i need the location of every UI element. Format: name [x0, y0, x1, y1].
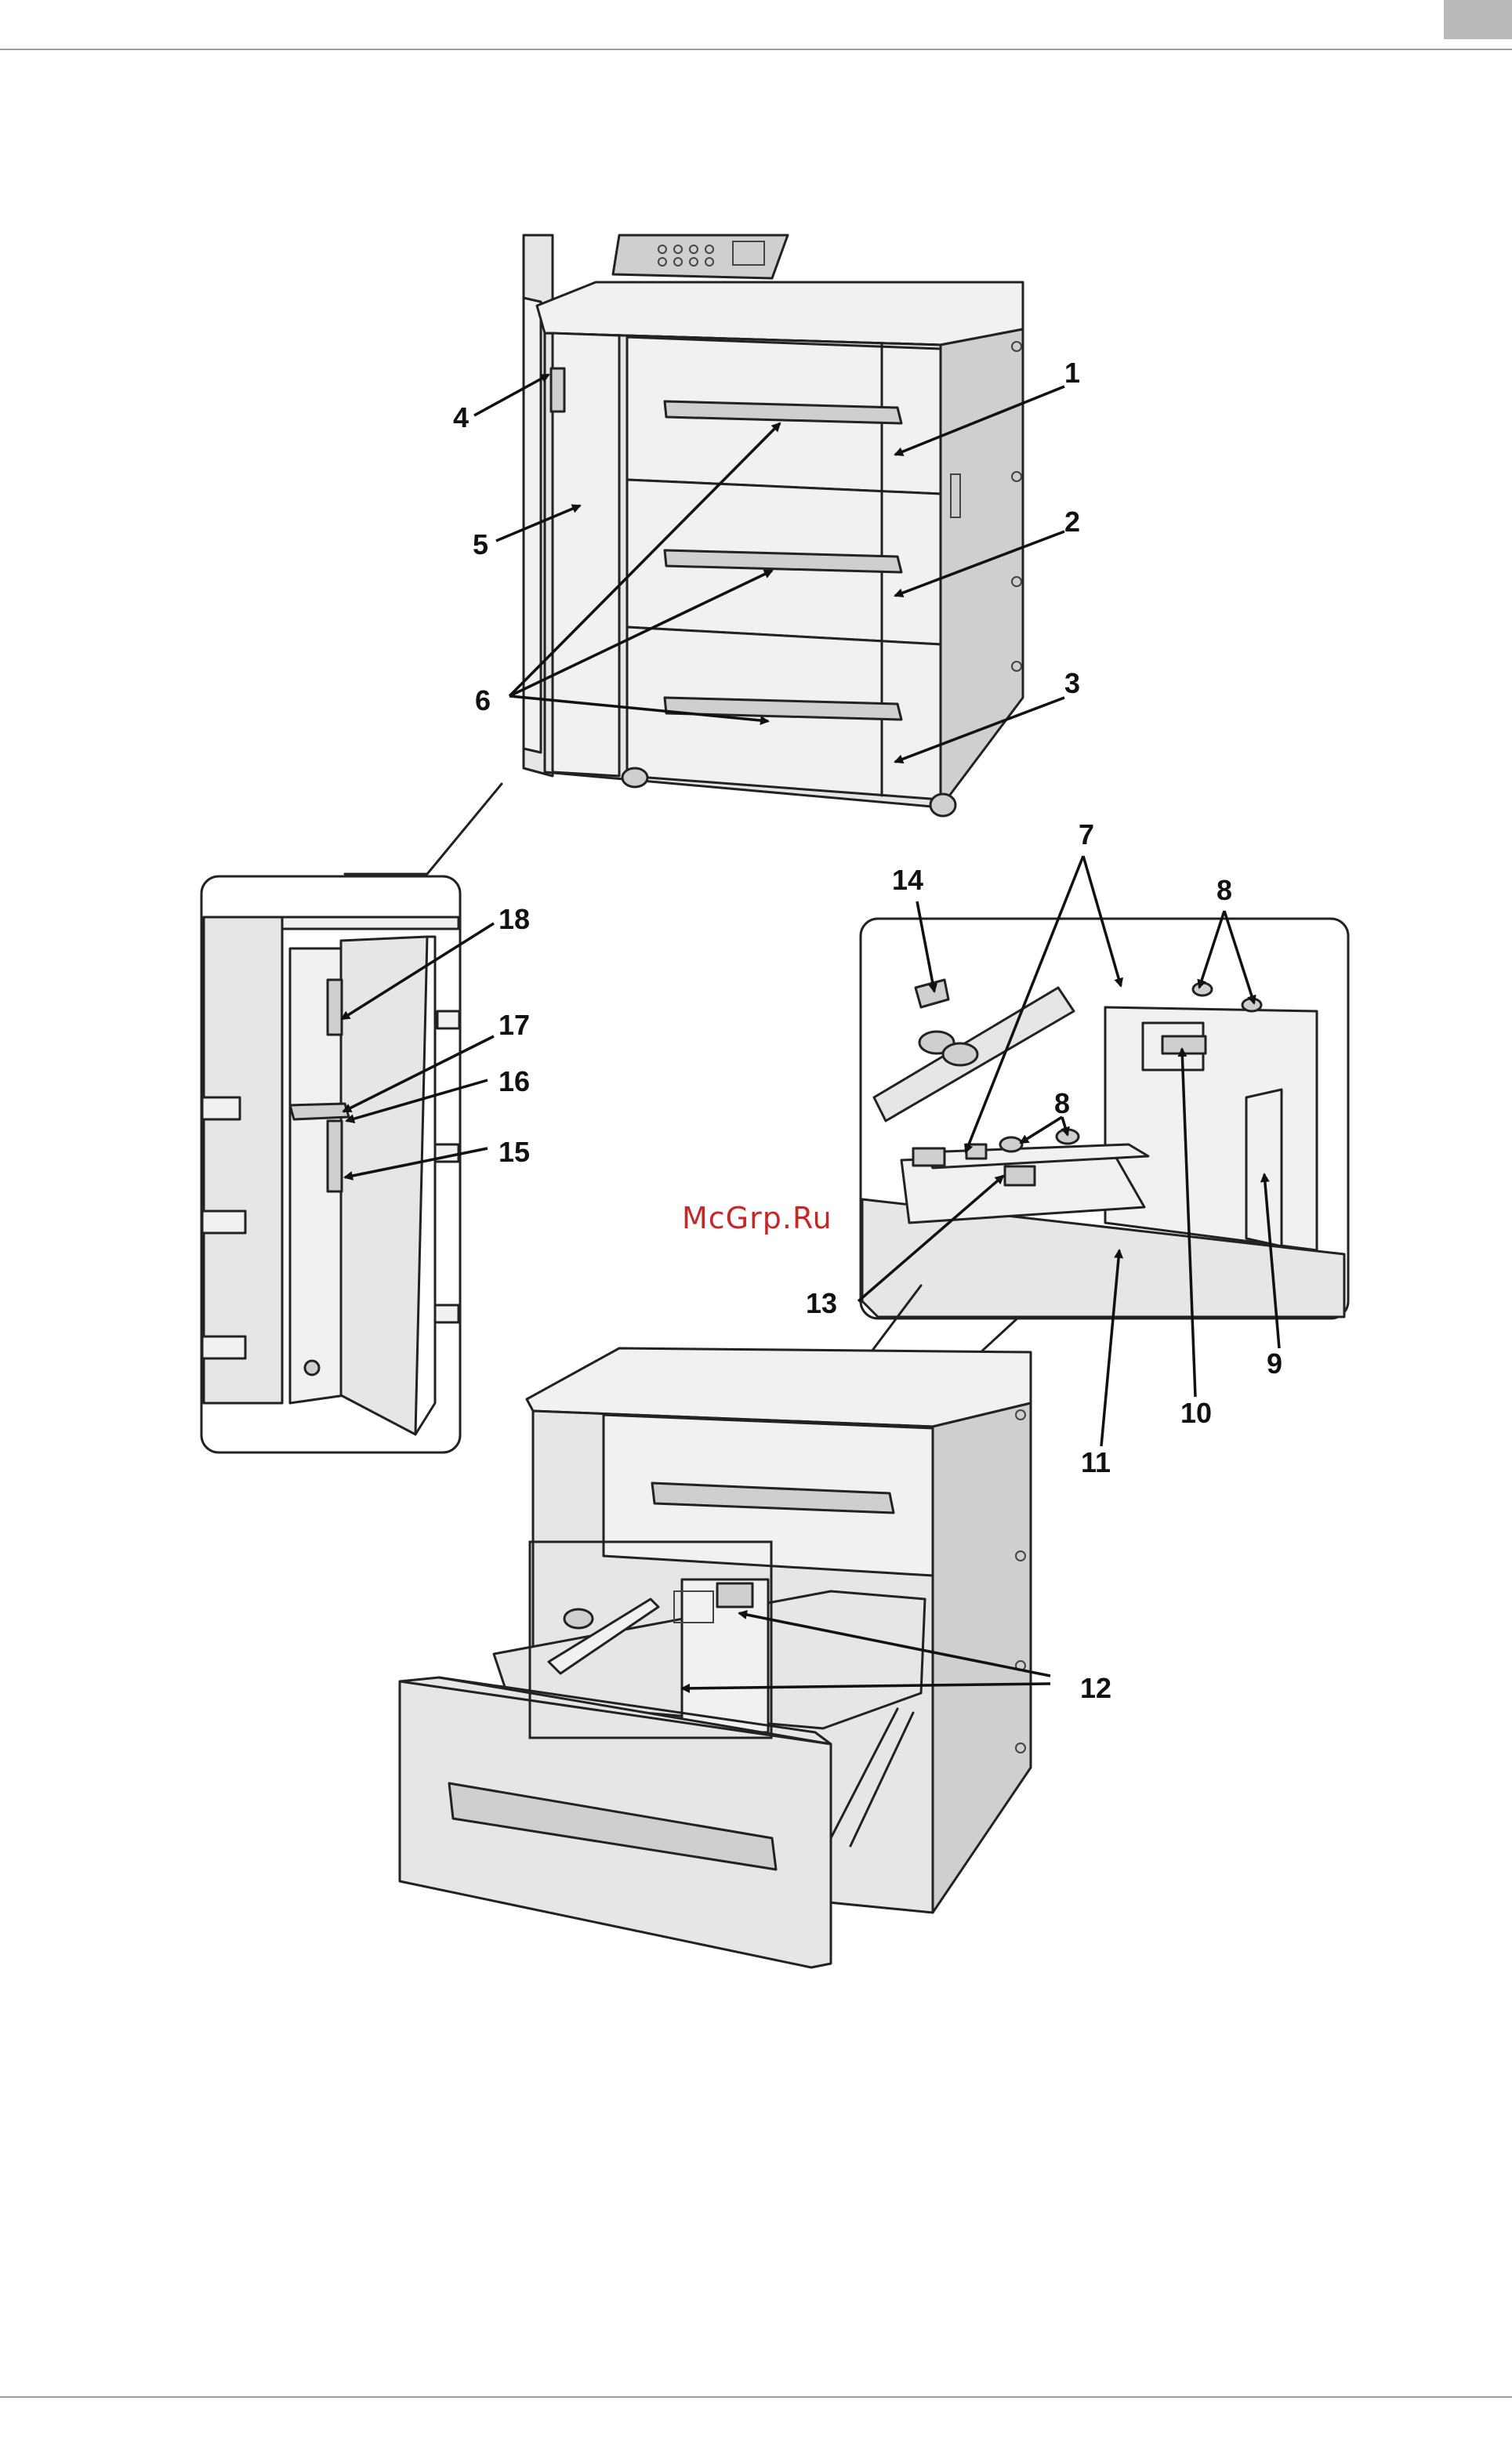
watermark: McGrp.Ru: [682, 1201, 832, 1235]
callout-11: 11: [1081, 1446, 1111, 1478]
rear-guide: [1246, 1090, 1282, 1246]
callout-6: 6: [475, 684, 491, 716]
callout-4: 4: [453, 401, 469, 433]
callout-7: 7: [1079, 818, 1094, 850]
callout-1: 1: [1064, 357, 1080, 389]
callout-17: 17: [499, 1009, 530, 1041]
callout-15: 15: [499, 1136, 530, 1168]
footer-rule: [0, 2396, 1512, 2398]
callout-18: 18: [499, 903, 530, 935]
callout-8: 8: [1216, 874, 1232, 906]
guide-label-plate: [1005, 1166, 1035, 1185]
lever-lower: [328, 1121, 342, 1191]
guide-release: [1162, 1036, 1206, 1053]
callout-10: 10: [1180, 1397, 1212, 1429]
callout-14: 14: [892, 864, 923, 896]
callout-13: 13: [806, 1287, 837, 1319]
tray-lift-plate: [1105, 1007, 1317, 1250]
cabinet-drawer-open: [400, 1286, 1031, 1967]
door-latch: [551, 368, 564, 412]
callout-2: 2: [1064, 506, 1080, 538]
callout-12: 12: [1080, 1672, 1111, 1704]
callout-3: 3: [1064, 667, 1080, 699]
cabinet-top-view: [524, 235, 1023, 816]
callout-5: 5: [473, 528, 488, 560]
callout-16: 16: [499, 1065, 530, 1097]
lever-upper: [328, 980, 342, 1035]
guide-plate: [290, 1104, 349, 1119]
callout-9: 9: [1267, 1347, 1282, 1380]
tray-interior-inset: [861, 919, 1348, 1318]
callout-8-b: 8: [1054, 1087, 1070, 1119]
